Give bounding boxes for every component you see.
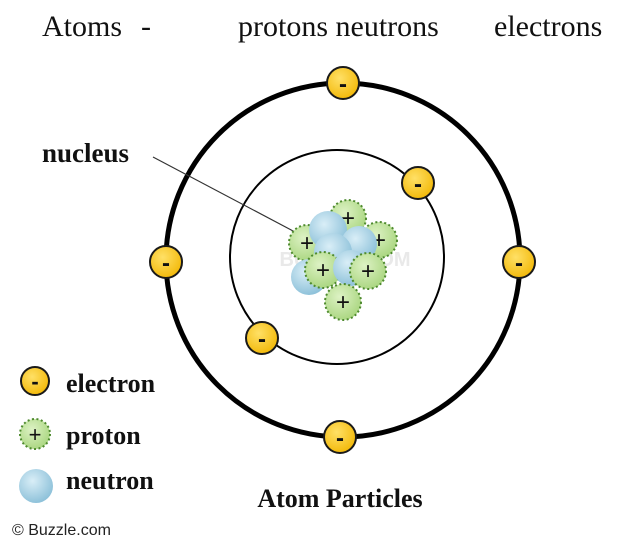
proton-sign: + bbox=[316, 257, 330, 284]
electron: - bbox=[245, 321, 279, 355]
title-word-protons-neutrons: protons neutrons bbox=[238, 10, 439, 43]
electron-sign: - bbox=[339, 71, 347, 98]
title-word-dash: - bbox=[141, 10, 151, 43]
electron: - bbox=[326, 66, 360, 100]
page-title: Atoms - protons neutrons electrons bbox=[0, 10, 634, 50]
title-word-electrons: electrons bbox=[494, 10, 603, 43]
inner-orbit bbox=[229, 149, 445, 365]
proton-sign: + bbox=[361, 258, 375, 285]
legend-electron-label: electron bbox=[66, 369, 156, 398]
legend-proton-icon: + bbox=[19, 418, 51, 450]
electron: - bbox=[401, 166, 435, 200]
proton: + bbox=[304, 251, 342, 289]
legend-proton-sign: + bbox=[29, 422, 42, 447]
legend-electron-icon: - bbox=[20, 366, 50, 396]
electron-sign: - bbox=[515, 250, 523, 277]
title-word-atoms: Atoms bbox=[42, 10, 123, 43]
electron-sign: - bbox=[336, 425, 344, 452]
legend-electron-sign: - bbox=[31, 369, 38, 394]
legend-neutron-icon bbox=[19, 469, 53, 503]
nucleus-pointer-line bbox=[152, 156, 296, 233]
nucleus: + + + + + + bbox=[288, 199, 398, 321]
electron: - bbox=[323, 420, 357, 454]
electron-sign: - bbox=[162, 250, 170, 277]
electron-sign: - bbox=[414, 171, 422, 198]
nucleus-label: nucleus bbox=[42, 138, 129, 168]
proton-sign: + bbox=[336, 289, 350, 316]
credit: © Buzzle.com bbox=[12, 522, 111, 539]
electron: - bbox=[149, 245, 183, 279]
diagram-caption: Atom Particles bbox=[257, 484, 422, 513]
electron-sign: - bbox=[258, 326, 266, 353]
legend: - electron + proton neutron bbox=[19, 366, 156, 503]
proton: + bbox=[349, 252, 387, 290]
legend-neutron-label: neutron bbox=[66, 466, 154, 495]
legend-proton-label: proton bbox=[66, 421, 141, 450]
electron: - bbox=[502, 245, 536, 279]
proton: + bbox=[324, 283, 362, 321]
